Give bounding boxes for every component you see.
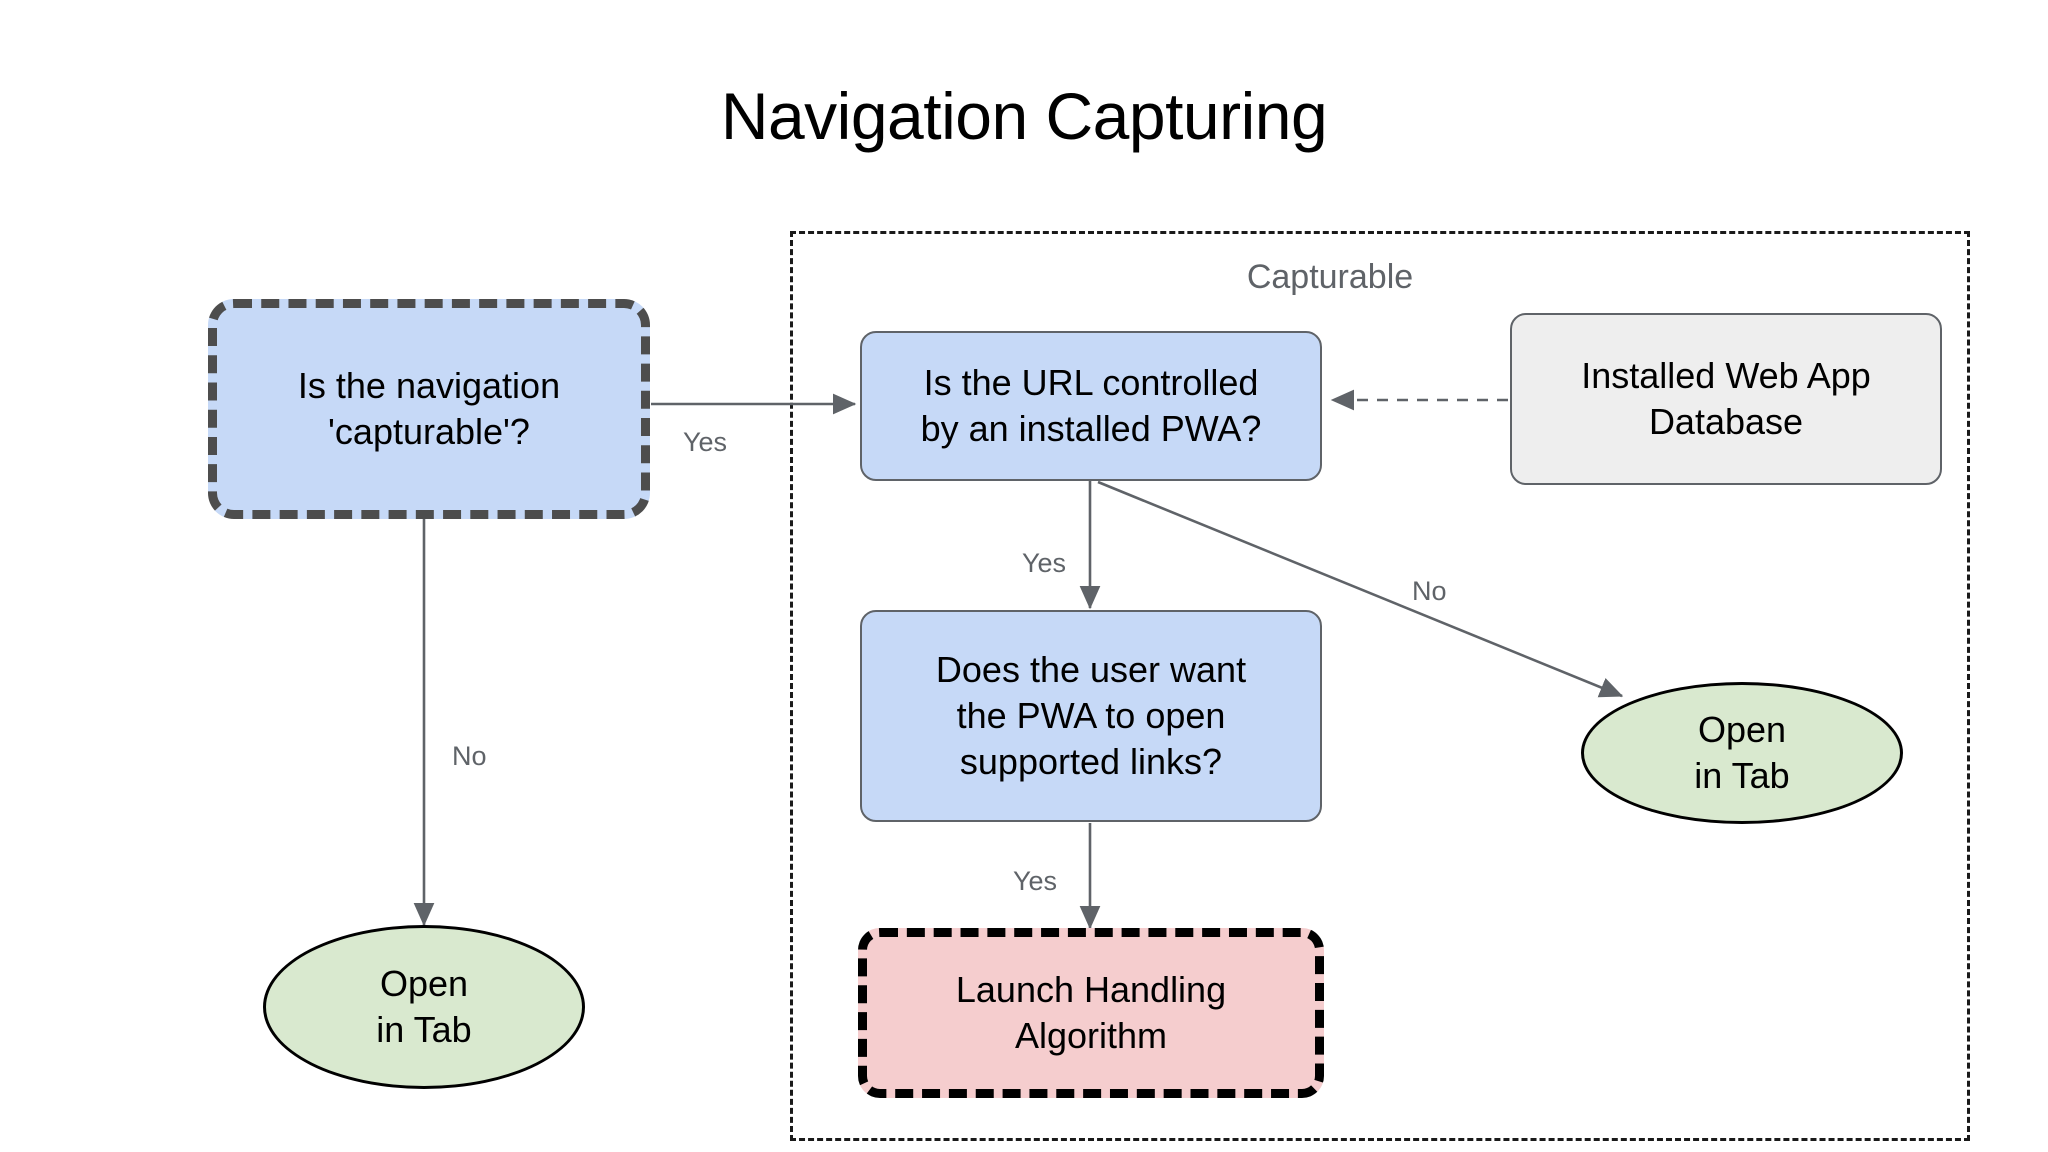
edge-label-url-no: No [1412, 576, 1447, 606]
node-open-in-tab-right[interactable]: Open in Tab [1581, 682, 1903, 824]
edge-label-capturable-no: No [452, 741, 487, 771]
capturable-group-label: Capturable [1246, 258, 1414, 296]
node-is-url-controlled[interactable]: Is the URL controlled by an installed PW… [860, 331, 1322, 481]
node-does-user-want-pwa[interactable]: Does the user want the PWA to open suppo… [860, 610, 1322, 822]
node-installed-web-app-database[interactable]: Installed Web App Database [1510, 313, 1942, 485]
edge-label-user-want-yes: Yes [1013, 866, 1058, 896]
node-is-navigation-capturable[interactable]: Is the navigation 'capturable'? [208, 299, 650, 519]
page-title: Navigation Capturing [720, 79, 1328, 153]
edge-label-url-yes: Yes [1022, 548, 1067, 578]
node-launch-handling-algorithm[interactable]: Launch Handling Algorithm [858, 928, 1324, 1098]
edge-label-capturable-yes: Yes [683, 427, 728, 457]
capturable-group-container [790, 231, 1970, 1141]
node-open-in-tab-left[interactable]: Open in Tab [263, 925, 585, 1089]
